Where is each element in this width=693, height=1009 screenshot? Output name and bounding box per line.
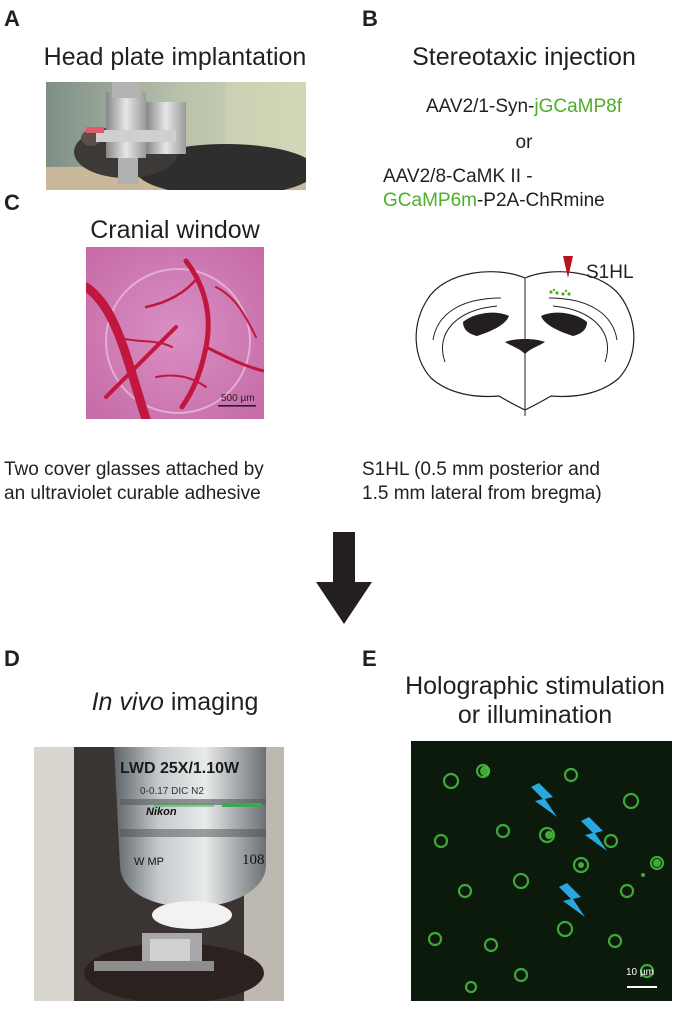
panel-letter-b: B xyxy=(362,6,378,31)
neuron-somata xyxy=(427,763,665,994)
panel-c-caption-line2: an ultraviolet curable adhesive xyxy=(4,483,261,504)
panel-b-title: Stereotaxic injection xyxy=(412,43,636,71)
panel-letter-a: A xyxy=(4,6,20,31)
lens-body xyxy=(114,747,266,907)
virus-2-line1: AAV2/8-CaMK II - xyxy=(383,166,533,188)
panel-d-title-italic: In vivo xyxy=(91,688,164,716)
panel-c-title: Cranial window xyxy=(90,216,260,244)
virus-2-indicator: GCaMP6m xyxy=(383,190,477,211)
lightning-icon xyxy=(531,783,607,917)
panel-letter-e: E xyxy=(362,646,377,671)
cranial-window-photo xyxy=(86,247,264,419)
head-plate-photo xyxy=(46,82,306,190)
panel-a-title: Head plate implantation xyxy=(43,43,307,71)
scale-label-10um: 10 µm xyxy=(626,967,654,978)
panel-d-title: In vivo imaging xyxy=(0,688,350,717)
big-down-arrow xyxy=(316,532,372,624)
panel-c-caption-line1: Two cover glasses attached by xyxy=(4,459,264,480)
panel-b-caption-line2: 1.5 mm lateral from bregma) xyxy=(362,483,602,504)
panel-d-title-rest: imaging xyxy=(163,688,259,716)
lens-tip xyxy=(152,901,232,929)
lens-text-main: LWD 25X/1.10W xyxy=(120,760,240,777)
lens-label: W MP xyxy=(134,856,164,868)
s1hl-label: S1HL xyxy=(586,262,634,283)
scale-bar-500um xyxy=(218,405,256,407)
injection-arrowhead xyxy=(563,256,573,278)
scale-label-500um: 500 µm xyxy=(221,393,255,404)
two-photon-image xyxy=(411,741,672,1001)
lateral-ventricle-left xyxy=(463,312,509,336)
scale-bar-10um xyxy=(627,986,657,988)
third-ventricle xyxy=(505,339,545,354)
or-text: or xyxy=(515,132,533,153)
virus-2-line2: GCaMP6m-P2A-ChRmine xyxy=(383,190,605,212)
objective-lens-photo xyxy=(34,747,284,1001)
lateral-ventricle-right xyxy=(541,312,587,336)
panel-c-caption: Two cover glasses attached by an ultravi… xyxy=(4,458,264,506)
virus-1-construct: AAV2/1-Syn-jGCaMP8f xyxy=(355,96,693,118)
virus-1-indicator: jGCaMP8f xyxy=(534,96,623,117)
lens-text-sub: 0-0.17 DIC N2 xyxy=(140,786,204,797)
external-capsule-left xyxy=(441,305,498,363)
corpus-callosum-left xyxy=(432,297,502,341)
panel-b-caption-line1: S1HL (0.5 mm posterior and xyxy=(362,459,600,480)
panel-letter-c: C xyxy=(4,190,20,215)
panel-e-title-line1: Holographic stimulation xyxy=(405,672,665,700)
virus-1-prefix: AAV2/1-Syn- xyxy=(425,96,535,117)
virus-2-name: AAV2/8-CaMK xyxy=(383,166,506,187)
lens-brand: Nikon xyxy=(146,806,177,818)
lens-number: 108 xyxy=(242,852,265,868)
panel-e-title: Holographic stimulation or illumination xyxy=(377,672,693,730)
external-capsule-right xyxy=(552,305,609,363)
panel-b-caption: S1HL (0.5 mm posterior and 1.5 mm latera… xyxy=(362,458,602,506)
virus-2-roman: II xyxy=(510,166,521,187)
panel-letter-d: D xyxy=(4,646,20,671)
coronal-brain-schematic xyxy=(415,256,635,416)
injection-site-marks xyxy=(549,288,571,296)
corpus-callosum-right xyxy=(548,297,618,341)
panel-e-title-line2: or illumination xyxy=(457,701,613,729)
virus-2-suffix: -P2A-ChRmine xyxy=(476,190,605,211)
virus-2-dash: - xyxy=(526,166,533,187)
